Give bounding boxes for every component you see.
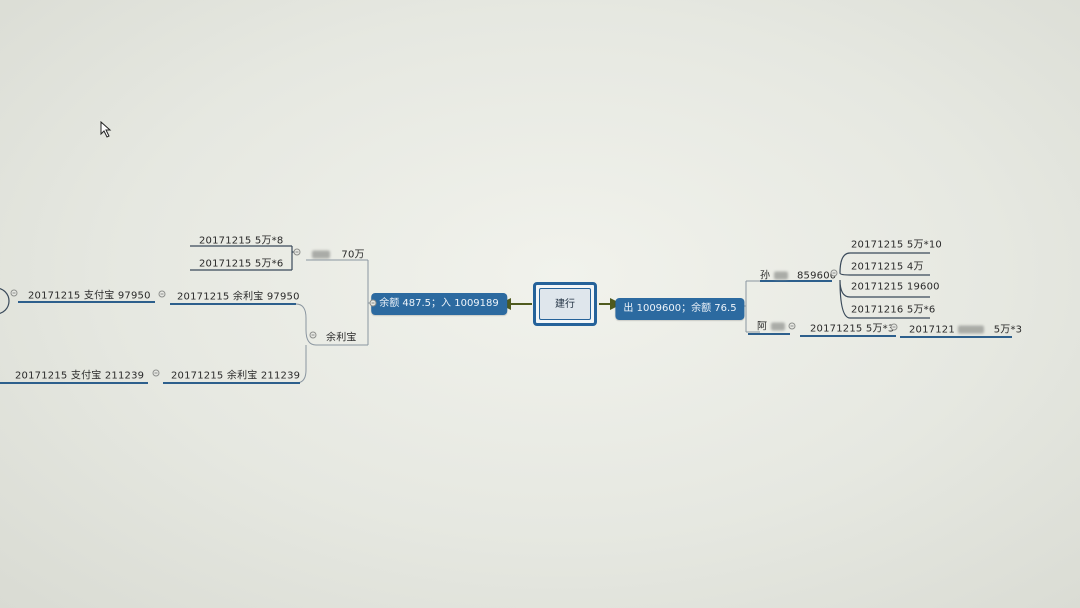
a-prefix: 阿 [757,321,768,333]
list-item[interactable]: 2017121 5万*3 [909,321,1022,336]
redacted-name [773,271,788,280]
collapse-toggle-icon[interactable] [10,289,18,297]
collapse-toggle-icon[interactable] [890,323,898,331]
redacted-name [770,322,785,331]
root-node-label: 建行 [539,288,591,320]
offscreen-node-edge [0,288,10,314]
list-item[interactable]: 20171215 5万*6 [199,258,284,270]
list-item[interactable]: 20171215 19600 [851,281,940,293]
list-item[interactable]: 20171215 5万*3 [810,323,895,335]
a-node[interactable]: 阿 [757,318,785,333]
grandchild-suffix: 5万*3 [993,324,1023,336]
list-item[interactable]: 20171215 支付宝 211239 [15,370,145,382]
center-left-node[interactable]: 余额 487.5；入 1009189 [371,293,507,315]
collapse-toggle-icon[interactable] [152,369,160,377]
root-node[interactable]: 建行 [533,282,597,326]
list-item[interactable]: 20171216 5万*6 [851,304,936,316]
sun-fork-line [839,252,930,319]
list-item[interactable]: 20171215 余利宝 97950 [177,291,300,303]
sun-amount: 859600 [796,270,837,282]
collapse-toggle-icon[interactable] [788,322,796,330]
seventy-wan-label: 70万 [341,249,365,261]
list-item[interactable]: 20171215 5万*8 [199,235,284,247]
collapse-toggle-icon[interactable] [309,331,317,339]
collapse-toggle-icon[interactable] [369,299,377,307]
list-item[interactable]: 20171215 支付宝 97950 [28,290,151,302]
yulibao-node[interactable]: 余利宝 [326,332,357,344]
redacted-name [312,250,330,259]
redacted-name [958,325,985,334]
collapse-toggle-icon[interactable] [830,269,838,277]
collapse-toggle-icon[interactable] [293,248,301,256]
sun-prefix: 孙 [760,270,771,282]
list-item[interactable]: 20171215 4万 [851,261,924,273]
sun-node[interactable]: 孙 859600 [760,267,836,282]
seventy-wan-node[interactable]: 70万 [312,246,365,261]
list-item[interactable]: 20171215 5万*10 [851,239,942,251]
collapse-toggle-icon[interactable] [158,290,166,298]
mouse-cursor-icon [100,121,112,138]
center-right-node[interactable]: 出 1009600；余额 76.5 [615,298,745,320]
grandchild-prefix: 2017121 [909,324,955,336]
list-item[interactable]: 20171215 余利宝 211239 [171,370,301,382]
